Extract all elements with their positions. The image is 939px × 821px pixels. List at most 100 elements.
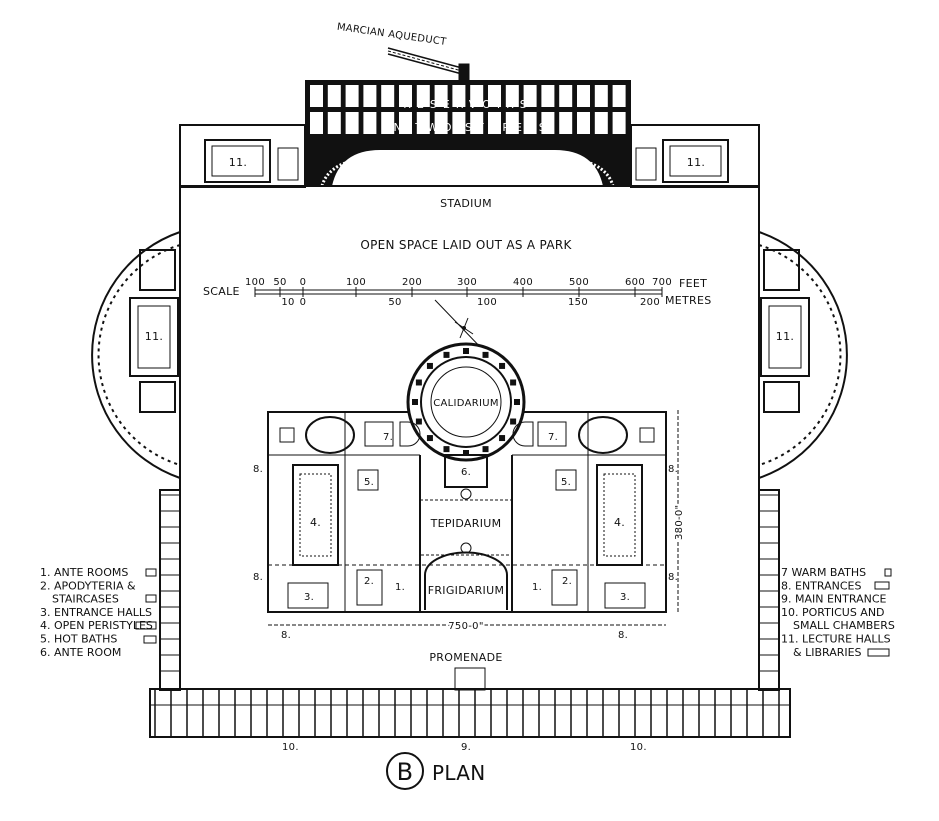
reservoir-cell	[505, 112, 519, 134]
reservoir-cell	[612, 112, 626, 134]
aqueduct-label: MARCIAN AQUEDUCT	[336, 22, 447, 48]
plan-title: PLAN	[432, 761, 486, 785]
metre-tick-label: 50	[388, 297, 401, 308]
metre-tick-label: 10	[281, 297, 294, 308]
reservoir-cell	[452, 85, 466, 107]
feet-tick-label: 500	[569, 277, 589, 288]
legend-item: 7 WARM BATHS	[781, 566, 866, 579]
reservoirs-block	[305, 80, 631, 187]
bottom-porticus	[149, 667, 791, 738]
calidarium-pier	[426, 362, 433, 369]
reservoir-cell	[363, 112, 377, 134]
reservoir-cell	[434, 85, 448, 107]
reservoir-cell	[523, 85, 537, 107]
metre-tick-label: 200	[640, 297, 660, 308]
reservoir-cell	[541, 112, 555, 134]
calidarium-pier	[482, 446, 489, 453]
width-dimension: 750-0"	[448, 621, 483, 632]
num-8-right-bottom: 8.	[668, 572, 678, 583]
label-11-top-right: 11.	[687, 156, 705, 169]
legend-item: SMALL CHAMBERS	[793, 619, 895, 632]
calidarium-pier	[443, 351, 450, 358]
dimension-lines	[268, 410, 679, 626]
feet-tick-label: 50	[273, 277, 286, 288]
feet-tick-label: 600	[625, 277, 645, 288]
num-5-left: 5.	[364, 477, 374, 488]
num-9: 9.	[461, 742, 471, 753]
legend-item: 11. LECTURE HALLS	[781, 633, 891, 646]
calidarium-pier	[463, 348, 469, 354]
legend-swatch	[874, 581, 890, 590]
park-label: OPEN SPACE LAID OUT AS A PARK	[360, 238, 572, 252]
num-7-left: 7.	[383, 432, 393, 443]
reservoir-cell	[434, 112, 448, 134]
legend-swatch	[143, 635, 157, 644]
feet-tick-label: 400	[513, 277, 533, 288]
legend-item: 8. ENTRANCES	[781, 579, 861, 592]
reservoir-cell	[381, 112, 395, 134]
legend-item: 1. ANTE ROOMS	[40, 566, 128, 579]
num-8-left-bottom: 8.	[253, 572, 263, 583]
reservoir-cell	[541, 85, 555, 107]
reservoir-cell	[452, 112, 466, 134]
north-arrow-icon	[434, 299, 486, 353]
legend-swatch	[884, 568, 892, 577]
exedra-left	[91, 231, 181, 479]
reservoir-cell	[399, 112, 412, 134]
calidarium-pier	[510, 418, 517, 425]
calidarium-label: CALIDARIUM	[433, 398, 499, 409]
reservoir-cell	[594, 112, 608, 134]
calidarium-pier	[482, 351, 489, 358]
label-11-right: 11.	[776, 330, 794, 343]
num-1-left: 1.	[395, 582, 405, 593]
metre-tick-label: 100	[477, 297, 497, 308]
legend-item: 10. PORTICUS AND	[781, 606, 885, 619]
feet-tick-label: 200	[402, 277, 422, 288]
reservoir-cell	[416, 85, 430, 107]
reservoir-cell	[381, 85, 395, 107]
num-7-right: 7.	[548, 432, 558, 443]
legend-item: 5. HOT BATHS	[40, 633, 117, 646]
num-2-left: 2.	[364, 576, 374, 587]
num-8-bottom-right: 8.	[618, 630, 628, 641]
bath-building	[267, 342, 667, 613]
num-10-right: 10.	[630, 742, 647, 753]
plan-letter-circle	[386, 752, 424, 790]
legend-item: 3. ENTRANCE HALLS	[40, 606, 152, 619]
num-8-right-top: 8.	[668, 464, 678, 475]
calidarium-pier	[463, 450, 469, 456]
legend-item: 2. APODYTERIA &	[40, 579, 136, 592]
calidarium-pier	[415, 379, 422, 386]
legend-item: 4. OPEN PERISTYLES	[40, 619, 153, 632]
reservoir-cell	[416, 112, 430, 134]
num-1-right: 1.	[532, 582, 542, 593]
calidarium-pier	[499, 435, 506, 442]
reservoir-cell	[488, 85, 501, 107]
num-2-right: 2.	[562, 576, 572, 587]
reservoir-cell	[345, 112, 359, 134]
aqueduct	[387, 47, 470, 81]
reservoir-cell	[612, 85, 626, 107]
side-porticus	[758, 489, 780, 691]
side-porticus	[159, 489, 181, 691]
promenade-label: PROMENADE	[429, 651, 502, 664]
num-3-right: 3.	[620, 592, 630, 603]
plan-letter: B	[397, 758, 414, 786]
tepidarium-label: TEPIDARIUM	[430, 517, 502, 530]
reservoir-cell	[470, 112, 484, 134]
reservoir-cell	[505, 85, 519, 107]
calidarium-pier	[514, 399, 520, 405]
feet-tick-label: 100	[245, 277, 265, 288]
legend-item: 9. MAIN ENTRANCE	[781, 593, 887, 606]
legend-swatch	[145, 568, 157, 577]
reservoir-cell	[523, 112, 537, 134]
num-4-right: 4.	[614, 516, 625, 529]
stadium-label: STADIUM	[440, 197, 492, 210]
frigidarium-label: FRIGIDARIUM	[428, 584, 505, 597]
reservoirs-line2: IN TWO STOREYS	[385, 121, 550, 134]
num-10-left: 10.	[282, 742, 299, 753]
legend-swatch	[145, 594, 157, 603]
